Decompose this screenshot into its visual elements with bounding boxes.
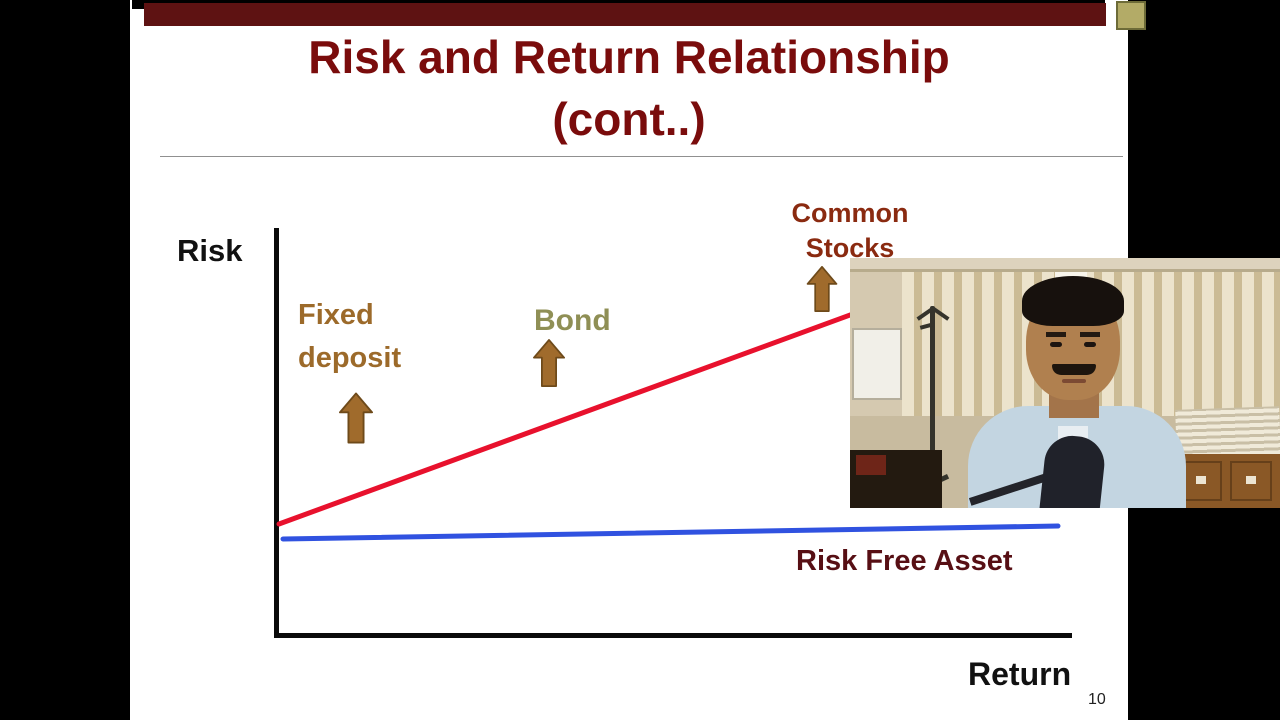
fixed-deposit-label: Fixed deposit (298, 294, 401, 380)
presenter-mouth (1062, 379, 1086, 383)
slide-title-line1: Risk and Return Relationship (308, 31, 950, 83)
slide-title: Risk and Return Relationship (cont..) (130, 26, 1128, 150)
whiteboard (852, 328, 902, 400)
desk-equipment-accent (856, 455, 886, 475)
up-arrow-icon-fixed-deposit (339, 392, 373, 444)
cabinet-label (1196, 476, 1206, 484)
presenter-eye (1050, 342, 1062, 347)
webcam-wall-top (850, 258, 1280, 272)
cabinet-door (1230, 461, 1272, 501)
presenter-eye (1084, 342, 1096, 347)
x-axis-line (277, 633, 1072, 638)
top-accent-maroon-bar (144, 3, 1106, 26)
up-arrow-icon-common-stocks (806, 266, 838, 312)
fixed-deposit-line2: deposit (298, 342, 402, 374)
common-stocks-line1: Common (791, 198, 909, 228)
slide-title-line2: (cont..) (552, 93, 706, 145)
presenter-mustache (1052, 364, 1096, 375)
y-axis-line (274, 228, 279, 638)
webcam-overlay (850, 258, 1280, 508)
x-axis-label: Return (968, 656, 1072, 692)
coat-rack-pole (930, 306, 935, 486)
presenter-hair (1022, 276, 1124, 326)
top-accent-khaki-square (1116, 1, 1146, 30)
up-arrow-icon-bond (533, 339, 565, 387)
presenter-eyebrow (1080, 332, 1100, 337)
presenter-eyebrow (1046, 332, 1066, 337)
common-stocks-label: Common Stocks (765, 196, 935, 266)
risk-free-asset-label: Risk Free Asset (796, 545, 1013, 577)
bond-label: Bond (534, 304, 611, 337)
title-divider-line (160, 156, 1123, 157)
paper-stacks (1175, 406, 1280, 458)
y-axis-label: Risk (177, 233, 243, 268)
fixed-deposit-line1: Fixed (298, 299, 374, 331)
page-number: 10 (1088, 691, 1106, 708)
cabinet-label (1246, 476, 1256, 484)
